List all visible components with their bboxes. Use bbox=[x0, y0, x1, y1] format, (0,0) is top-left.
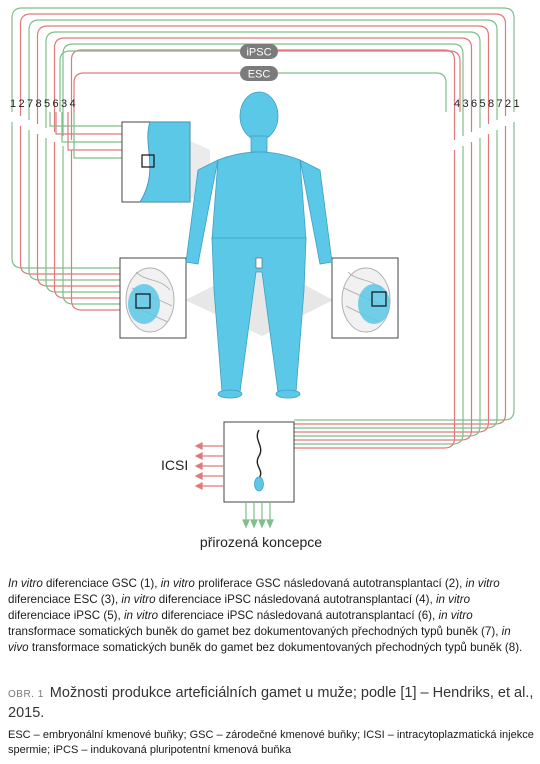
ipsc-pill: iPSC bbox=[240, 44, 278, 59]
description-segment: In vitro bbox=[8, 577, 43, 590]
route-line bbox=[278, 72, 447, 112]
route-number: 8 bbox=[488, 98, 494, 110]
route-line bbox=[278, 50, 461, 112]
description-segment: in vivo bbox=[8, 625, 511, 654]
natural-conception-label: přirozená koncepce bbox=[200, 534, 322, 550]
route-number: 7 bbox=[27, 98, 33, 110]
conception-arrow-head bbox=[266, 519, 274, 529]
route-line bbox=[28, 19, 498, 120]
sperm-head bbox=[254, 476, 264, 492]
route-number: 4 bbox=[70, 98, 76, 110]
description-segment: proliferace GSC následovaná autotranspla… bbox=[194, 577, 466, 590]
sperm-tail bbox=[256, 429, 262, 479]
route-number: 8 bbox=[36, 98, 42, 110]
ipsc-label: iPSC bbox=[246, 47, 271, 59]
icsi-arrow-head bbox=[194, 462, 203, 470]
route-number: 3 bbox=[61, 98, 67, 110]
conception-arrow-head bbox=[242, 519, 250, 529]
description-segment: transformace somatických buněk do gamet … bbox=[8, 625, 502, 638]
figure-label: OBR. 1 bbox=[8, 689, 44, 700]
esc-label: ESC bbox=[248, 69, 271, 81]
route-number: 6 bbox=[471, 98, 477, 110]
icsi-arrow-head bbox=[194, 452, 203, 460]
conception-arrow-head bbox=[250, 519, 258, 529]
route-line bbox=[28, 130, 120, 281]
route-line bbox=[11, 122, 120, 269]
route-line bbox=[36, 134, 120, 287]
description-segment: in vitro bbox=[160, 577, 195, 590]
figure-title: Možnosti produkce arteficiálních gamet u… bbox=[8, 685, 534, 721]
description-segment: transformace somatických buněk do gamet … bbox=[28, 641, 523, 654]
esc-pill: ESC bbox=[240, 66, 278, 81]
route-lines bbox=[11, 7, 515, 449]
icsi-label: ICSI bbox=[161, 457, 188, 473]
route-line bbox=[45, 31, 481, 128]
route-line bbox=[59, 50, 240, 112]
route-line bbox=[19, 126, 120, 275]
figure-description: In vitro diferenciace GSC (1), in vitro … bbox=[8, 576, 534, 656]
route-number: 1 bbox=[514, 98, 520, 110]
route-number: 2 bbox=[505, 98, 511, 110]
route-number: 1 bbox=[10, 98, 16, 110]
route-line bbox=[294, 150, 456, 449]
route-number: 7 bbox=[497, 98, 503, 110]
route-number: 3 bbox=[463, 98, 469, 110]
description-segment: diferenciace iPSC následovaná autotransp… bbox=[158, 609, 439, 622]
icsi-arrow-head bbox=[194, 472, 203, 480]
route-line bbox=[70, 150, 120, 311]
route-number: 2 bbox=[19, 98, 25, 110]
description-segment: in vitro bbox=[438, 609, 473, 622]
route-line bbox=[45, 138, 120, 293]
icsi-arrow-head bbox=[194, 442, 203, 450]
icsi-arrow-head bbox=[194, 482, 203, 490]
description-segment: in vitro bbox=[465, 577, 500, 590]
route-number: 5 bbox=[480, 98, 486, 110]
description-segment: in vitro bbox=[435, 593, 471, 606]
human-body bbox=[185, 91, 333, 399]
route-line bbox=[294, 122, 515, 421]
route-line bbox=[53, 37, 473, 132]
route-line bbox=[19, 13, 507, 116]
description-segment: diferenciace ESC (3), bbox=[8, 593, 122, 606]
route-line bbox=[62, 146, 120, 305]
icsi-arrows bbox=[194, 442, 224, 490]
tissue-box-top bbox=[121, 121, 210, 203]
route-number: 6 bbox=[53, 98, 59, 110]
route-line bbox=[294, 126, 507, 425]
route-line bbox=[36, 25, 490, 124]
route-number: 4 bbox=[454, 98, 460, 110]
natural-conception-arrows bbox=[242, 502, 274, 529]
route-line bbox=[73, 72, 240, 112]
route-line bbox=[53, 142, 120, 299]
description-segment: in vitro bbox=[121, 593, 156, 606]
description-segment: diferenciace GSC (1), bbox=[42, 577, 161, 590]
body-silhouette bbox=[185, 91, 333, 399]
conception-arrow-head bbox=[258, 519, 266, 529]
abbreviations: ESC – embryonální kmenové buňky; GSC – z… bbox=[8, 729, 534, 756]
description-segment: in vitro bbox=[123, 609, 159, 622]
fertilization-box bbox=[223, 421, 295, 503]
route-line bbox=[11, 7, 515, 112]
route-number: 5 bbox=[44, 98, 50, 110]
description-segment: diferenciace iPSC následovaná autotransp… bbox=[155, 593, 436, 606]
description-segment: diferenciace iPSC (5), bbox=[8, 609, 124, 622]
